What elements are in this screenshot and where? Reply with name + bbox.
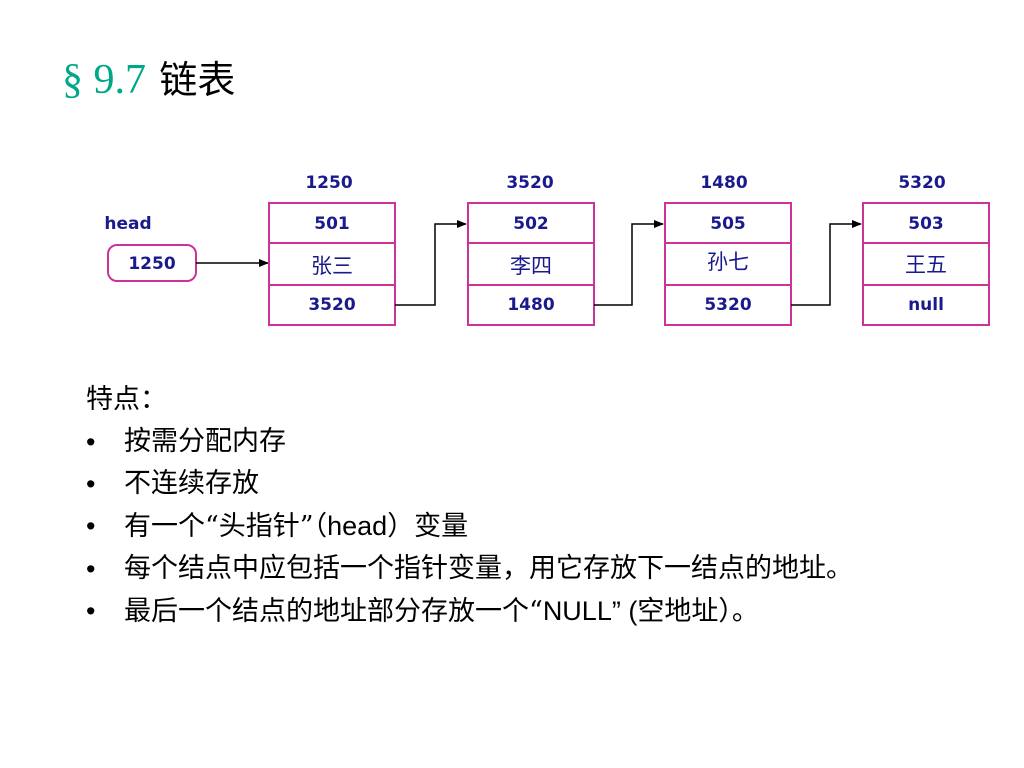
- head-label: head: [104, 214, 151, 234]
- bullet-text-post: 空地址）。: [637, 596, 759, 627]
- section-number: § 9.7: [62, 57, 146, 103]
- head-value: 1250: [128, 254, 175, 274]
- link-arrow: [395, 220, 467, 306]
- list-node: 1480 505 孙七 5320: [664, 173, 792, 326]
- node-address: 3520: [506, 173, 553, 193]
- list-item: • 每个结点中应包括一个指针变量，用它存放下一结点的地址。: [86, 549, 986, 589]
- node-address: 1480: [700, 173, 747, 193]
- node-data: 505: [710, 214, 746, 234]
- bullet-text-code: NULL” (: [542, 596, 638, 626]
- list-item: • 有一个“头指针”（head）变量: [86, 506, 986, 547]
- title-text: 链表: [159, 58, 236, 102]
- node-next: 5320: [704, 295, 751, 315]
- link-arrow: [791, 220, 862, 306]
- node-data: 502: [513, 214, 549, 234]
- node-name: 孙七: [707, 250, 749, 274]
- node-box: [862, 202, 990, 326]
- list-item: • 不连续存放: [86, 464, 986, 504]
- bullet-text: 不连续存放: [124, 468, 259, 499]
- node-box: [664, 202, 792, 326]
- node-next: 1480: [507, 295, 554, 315]
- node-next: 3520: [308, 295, 355, 315]
- linked-list-svg: head 1250 1250 501 张三 3520 3520 502 李四 1…: [104, 173, 990, 326]
- node-data: 501: [314, 214, 350, 234]
- slide-title: § 9.7 链表: [62, 54, 235, 105]
- list-node: 5320 503 王五 null: [862, 173, 990, 326]
- bullet-icon: •: [86, 469, 96, 499]
- node-box: [268, 202, 396, 326]
- node-name: 王五: [905, 253, 947, 277]
- features-heading: 特点：: [86, 384, 167, 415]
- bullet-text-post: ）变量: [387, 511, 469, 542]
- node-box: [467, 202, 595, 326]
- list-item: • 按需分配内存: [86, 422, 986, 462]
- bullet-icon: •: [86, 511, 96, 541]
- features-list: • 按需分配内存 • 不连续存放 • 有一个“头指针”（head）变量 • 每个…: [86, 422, 986, 632]
- list-node: 1250 501 张三 3520: [268, 173, 396, 326]
- bullet-icon: •: [86, 427, 96, 457]
- node-data: 503: [908, 214, 944, 234]
- bullet-icon: •: [86, 554, 96, 584]
- node-address: 5320: [898, 173, 945, 193]
- list-item: • 最后一个结点的地址部分存放一个“NULL” (空地址）。: [86, 591, 986, 632]
- bullet-text-pre: 有一个“头指针”（: [124, 511, 328, 542]
- list-node: 3520 502 李四 1480: [467, 173, 595, 326]
- node-name: 张三: [311, 254, 353, 278]
- linked-list-diagram: head 1250 1250 501 张三 3520 3520 502 李四 1…: [98, 166, 1010, 336]
- bullet-text: 每个结点中应包括一个指针变量，用它存放下一结点的地址。: [124, 553, 853, 584]
- features-section: 特点： • 按需分配内存 • 不连续存放 • 有一个“头指针”（head）变量 …: [86, 380, 986, 634]
- node-next: null: [908, 295, 944, 315]
- node-address: 1250: [305, 173, 352, 193]
- node-name: 李四: [510, 254, 552, 278]
- link-arrow: [594, 220, 664, 306]
- bullet-icon: •: [86, 596, 96, 626]
- bullet-text-pre: 最后一个结点的地址部分存放一个“: [124, 596, 543, 627]
- bullet-text-code: head: [327, 511, 388, 541]
- bullet-text: 按需分配内存: [124, 426, 286, 457]
